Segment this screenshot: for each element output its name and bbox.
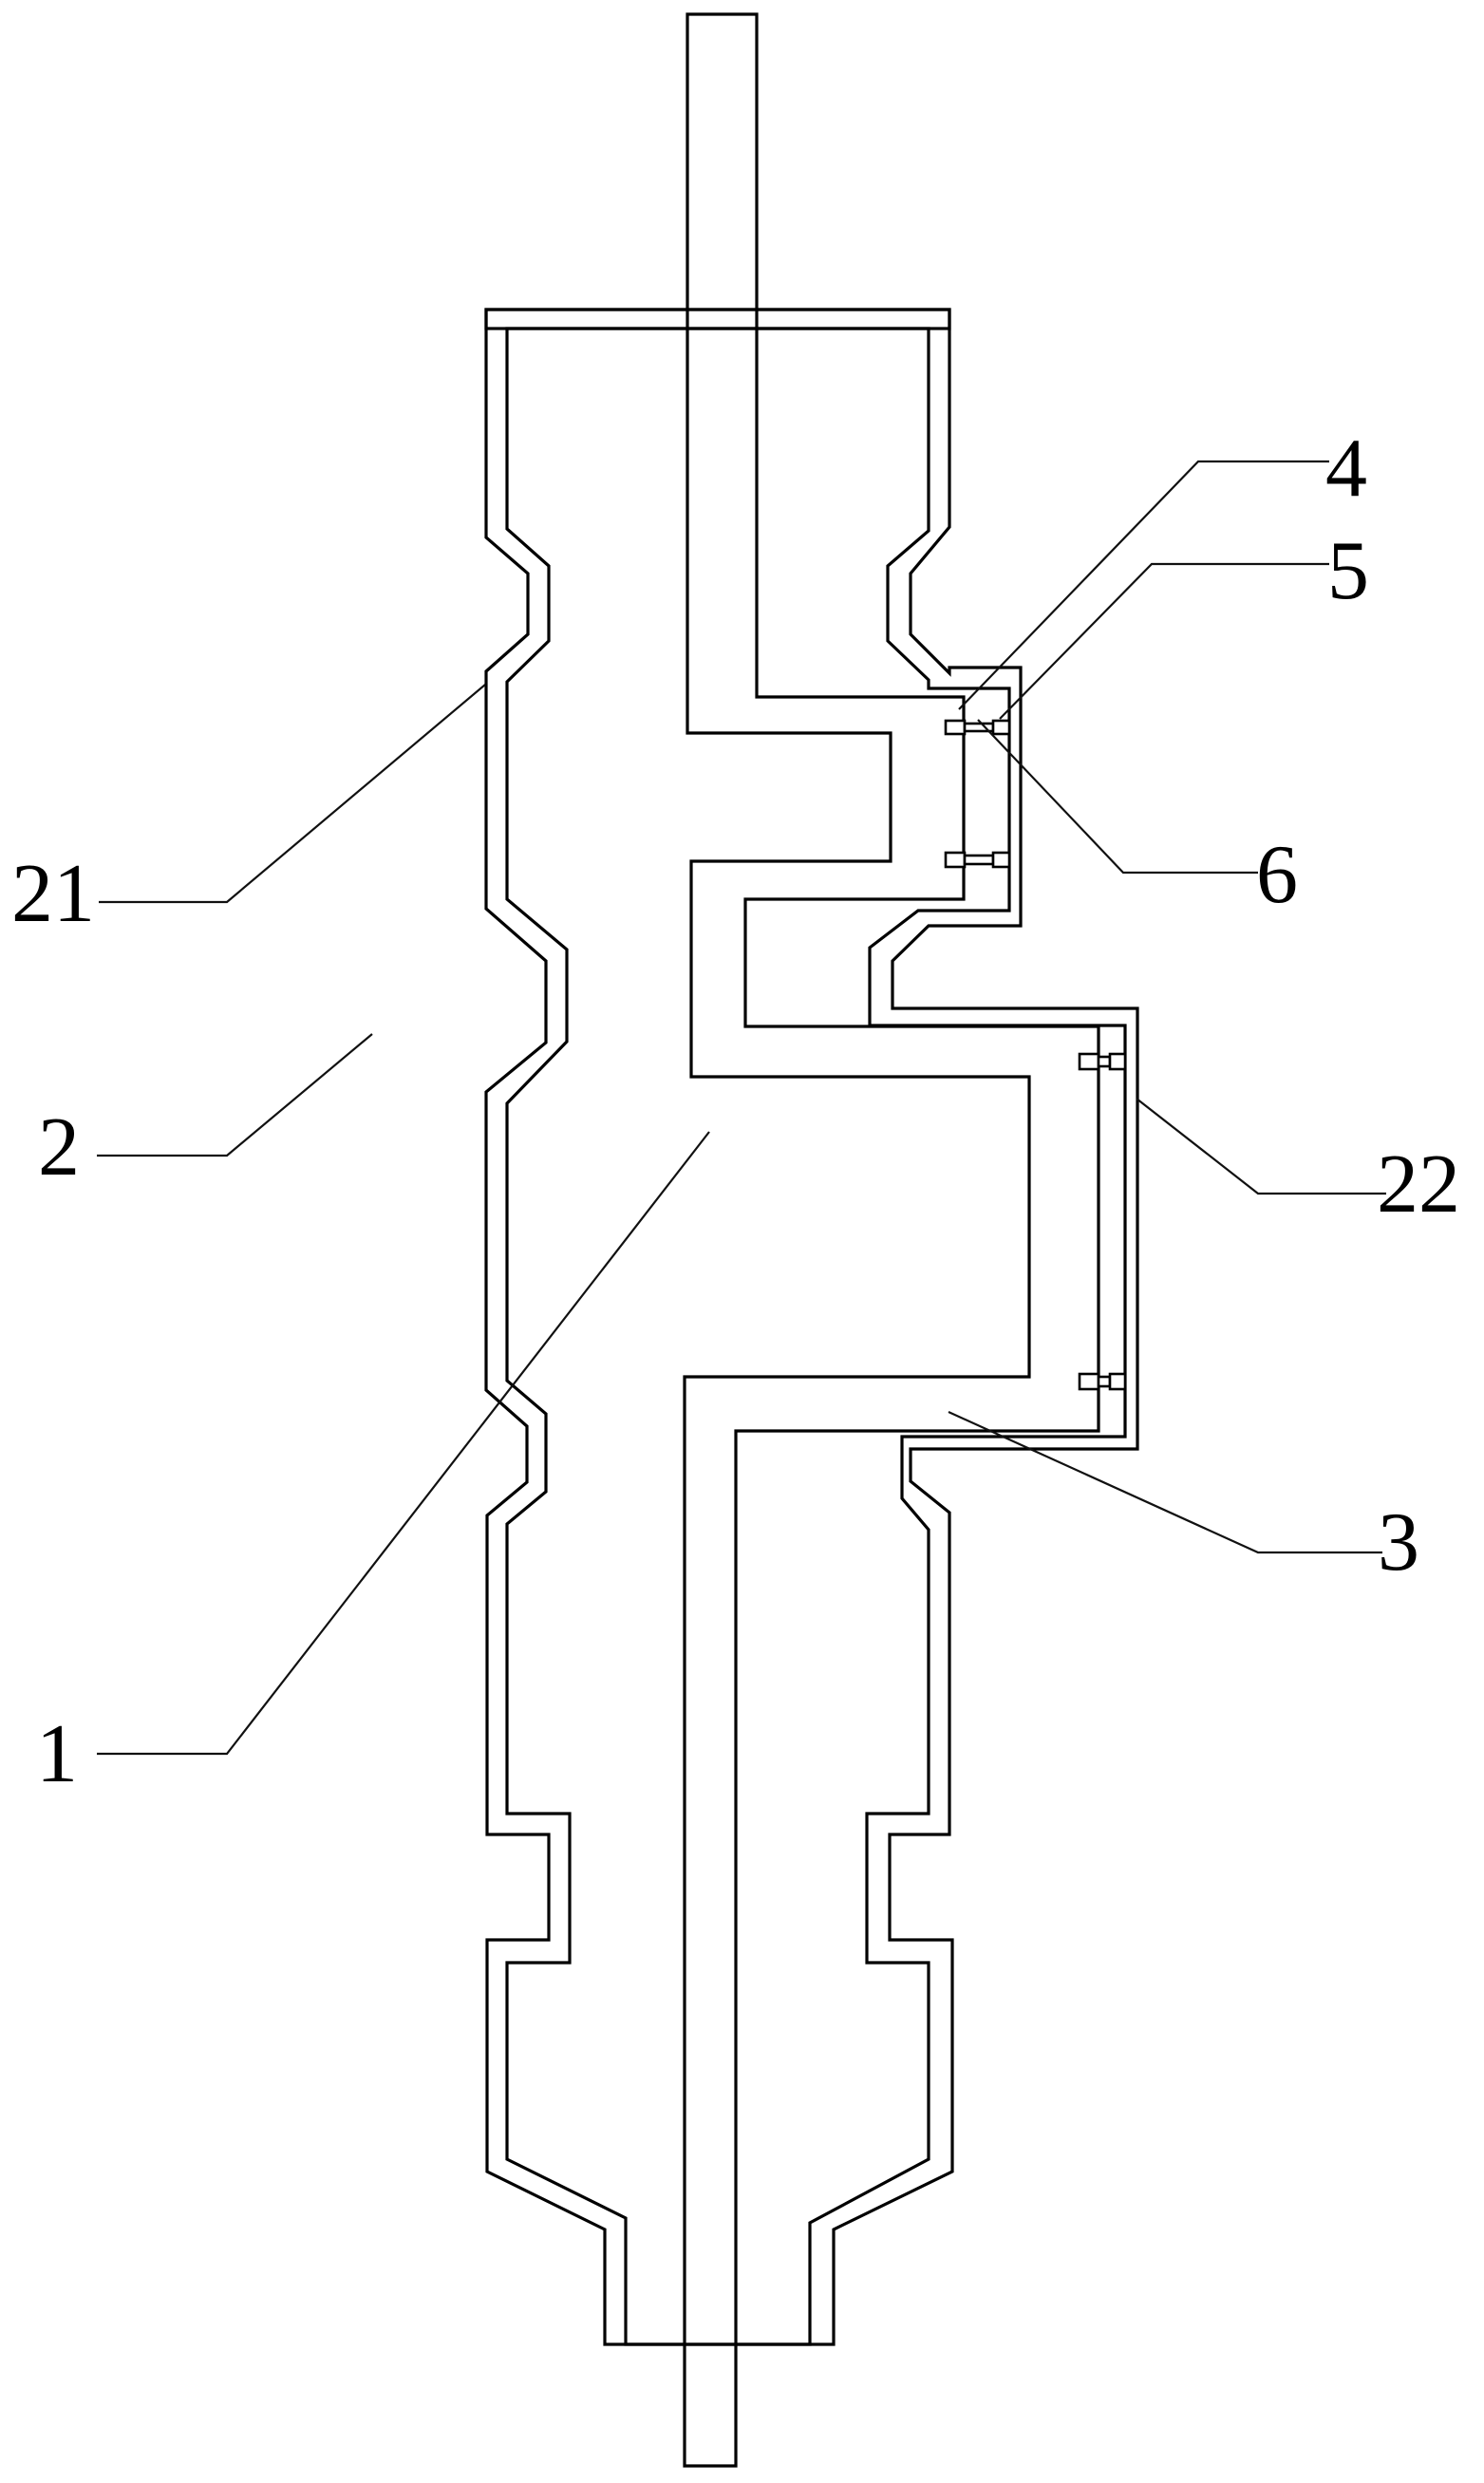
core-bar <box>683 12 1100 2468</box>
leader-3 <box>948 1410 1382 1554</box>
label-21: 21 <box>11 848 95 940</box>
bolt-small-lower <box>944 851 1011 869</box>
label-3: 3 <box>1378 1496 1419 1589</box>
leader-4 <box>958 460 1329 710</box>
inner-fill-region <box>505 327 1127 2346</box>
label-4: 4 <box>1325 423 1367 515</box>
label-22: 22 <box>1377 1138 1460 1231</box>
bolt-large-lower <box>1078 1372 1127 1391</box>
leader-1 <box>97 1131 710 1756</box>
label-2: 2 <box>38 1101 80 1194</box>
leader-2 <box>97 1033 373 1157</box>
top-cap <box>484 308 951 330</box>
bolt-large-upper <box>1078 1052 1127 1071</box>
bolt-small-upper <box>944 719 1011 736</box>
label-1: 1 <box>36 1708 78 1800</box>
leader-22 <box>1136 1098 1386 1195</box>
label-5: 5 <box>1327 525 1369 617</box>
leader-6 <box>977 719 1258 875</box>
label-6: 6 <box>1256 829 1298 921</box>
leader-21 <box>99 684 486 904</box>
leader-5 <box>999 562 1329 720</box>
outer-sheath-profile <box>484 308 1139 2346</box>
